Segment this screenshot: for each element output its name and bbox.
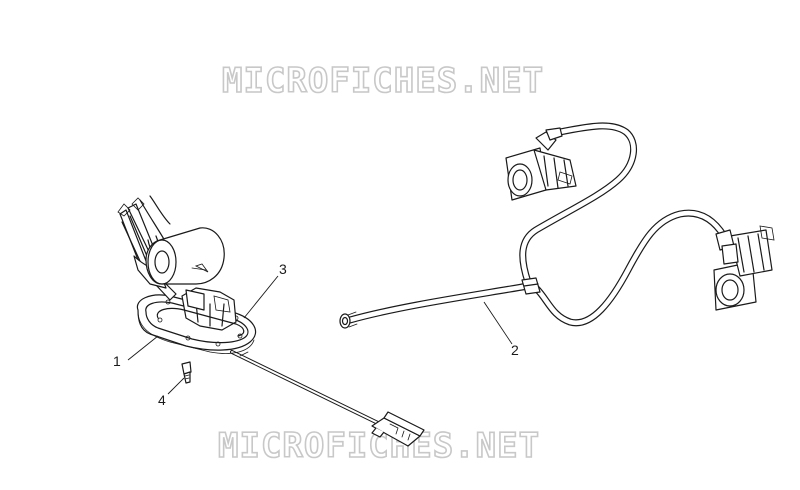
leader-line-1 <box>127 335 159 361</box>
pump-wiring-harness <box>230 350 382 426</box>
electrical-connector <box>371 411 425 447</box>
callout-4: 4 <box>158 377 185 408</box>
screw-part <box>181 361 192 384</box>
callout-label-1: 1 <box>113 353 121 369</box>
callout-label-2: 2 <box>511 342 519 358</box>
injector-holder-upper <box>505 127 577 201</box>
pump-body <box>181 287 237 331</box>
callout-2: 2 <box>483 301 519 358</box>
hose-tee-junction <box>521 277 541 295</box>
leader-line-2 <box>483 301 513 345</box>
callout-label-3: 3 <box>279 261 287 277</box>
callout-label-4: 4 <box>158 392 166 408</box>
callout-1: 1 <box>113 335 159 369</box>
leader-line-4 <box>167 377 185 395</box>
watermark-top: MICROFICHES.NET <box>222 61 544 101</box>
leader-line-3 <box>243 275 279 319</box>
flange-gasket <box>156 307 245 337</box>
fuel-filter-canister <box>145 227 225 285</box>
callout-3: 3 <box>243 261 287 319</box>
injector-holder-lower <box>713 225 775 311</box>
fuel-pump-assembly <box>117 195 425 447</box>
fuel-hose-assembly <box>339 122 775 329</box>
hose-end-fitting <box>339 311 358 329</box>
